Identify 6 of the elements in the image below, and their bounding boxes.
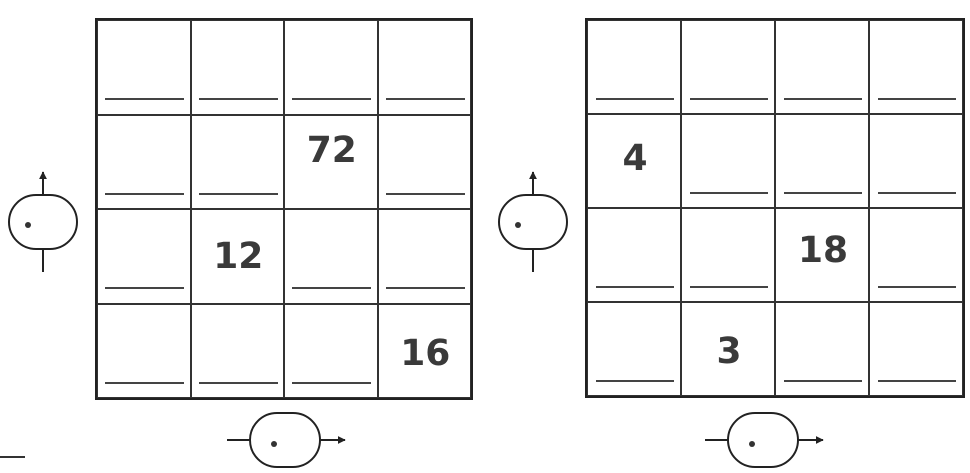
given-number: 12 — [213, 239, 264, 276]
given-number: 3 — [716, 334, 742, 370]
given-number: 16 — [400, 336, 450, 372]
given-number: 4 — [622, 141, 648, 178]
given-number: 72 — [306, 133, 357, 170]
given-number: 18 — [798, 233, 848, 270]
